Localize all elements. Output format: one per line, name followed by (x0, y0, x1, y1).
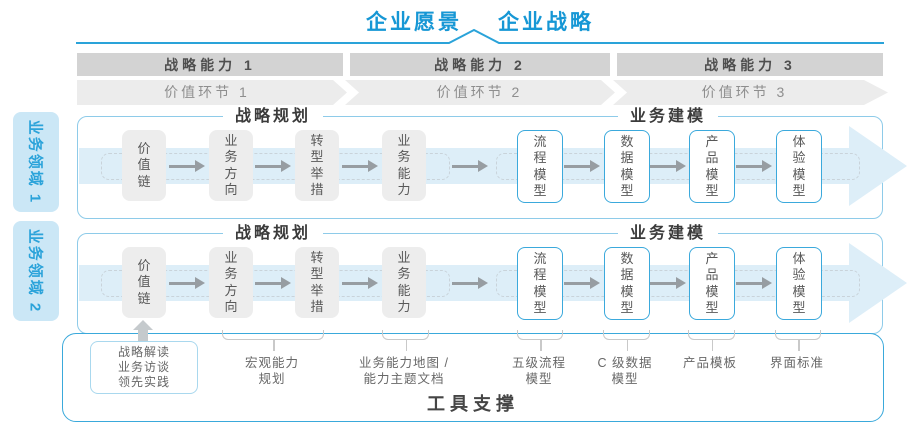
dashed-track-modeling (496, 270, 860, 297)
flow-box-value-chain: 价值链 (122, 247, 166, 318)
capability-bar-label: 战略能力 1 (164, 56, 256, 73)
strategy-inputs-box: 战略解读 业务访谈 领先实践 (90, 341, 198, 394)
capability-bar-3: 战略能力 3 (617, 53, 883, 76)
value-chain-strip: 价值环节 1 价值环节 2 价值环节 3 (77, 80, 888, 105)
arrow-right-icon (255, 160, 291, 171)
flow-box-business-capability: 业务能力 (382, 247, 426, 318)
annotation-product-template: 产品模板 (682, 356, 738, 370)
flow-box-experience-model: 体验模型 (776, 130, 822, 203)
flow-box-process-model: 流程模型 (517, 130, 563, 203)
domain-tab-2: 业务领域 2 (13, 221, 59, 321)
arrow-right-icon (736, 277, 772, 288)
domain-tab-label: 业务领域 2 (26, 228, 44, 314)
brace-connector (775, 330, 821, 351)
annotation-macro-capability: 宏观能力 规划 (244, 356, 300, 386)
arrow-right-icon (564, 277, 600, 288)
flow-box-product-model: 产品模型 (689, 130, 735, 203)
value-link-segment-3: 价值环节 3 (701, 84, 788, 100)
brace-connector (382, 330, 429, 351)
vision-connector-line (76, 28, 884, 44)
strategy-input-line: 领先实践 (117, 375, 170, 389)
section-header-modeling: 业务建模 (617, 224, 719, 244)
section-header-planning: 战略规划 (222, 107, 324, 127)
arrow-right-icon (564, 160, 600, 171)
strategy-title: 企业战略 (498, 11, 594, 34)
capability-bar-2: 战略能力 2 (350, 53, 610, 76)
flow-box-experience-model: 体验模型 (776, 247, 822, 320)
dashed-track-planning (101, 153, 450, 180)
arrow-right-icon (342, 277, 378, 288)
dashed-track-modeling (496, 153, 860, 180)
flow-box-business-direction: 业务方向 (209, 247, 253, 318)
arrow-right-icon (255, 277, 291, 288)
section-header-planning: 战略规划 (222, 224, 324, 244)
flow-box-transformation: 转型举措 (295, 130, 339, 201)
arrow-up-icon (133, 320, 153, 343)
brace-connector (222, 330, 324, 351)
flow-box-value-chain: 价值链 (122, 130, 166, 201)
domain-1-flow-panel: 战略规划 业务建模 价值链 业务方向 转型举措 业务能力 流程模型 数据模型 产… (77, 107, 907, 219)
dashed-track-planning (101, 270, 450, 297)
arrow-right-icon (342, 160, 378, 171)
flow-box-business-capability: 业务能力 (382, 130, 426, 201)
value-link-segment-1: 价值环节 1 (164, 84, 250, 100)
arrow-right-icon (650, 277, 686, 288)
arrow-right-icon (169, 277, 205, 288)
flow-box-transformation: 转型举措 (295, 247, 339, 318)
arrow-right-icon (169, 160, 205, 171)
arrow-right-icon (650, 160, 686, 171)
flow-box-data-model: 数据模型 (604, 130, 650, 203)
brace-connector (603, 330, 650, 351)
flow-box-data-model: 数据模型 (604, 247, 650, 320)
brace-connector (517, 330, 563, 351)
arrow-right-icon (452, 277, 488, 288)
arrow-right-icon (452, 160, 488, 171)
brace-connector (688, 330, 735, 351)
domain-tab-label: 业务领域 1 (26, 119, 44, 205)
capability-bar-label: 战略能力 2 (434, 56, 526, 73)
flow-box-process-model: 流程模型 (517, 247, 563, 320)
domain-2-flow-panel: 战略规划 业务建模 价值链 业务方向 转型举措 业务能力 流程模型 数据模型 产… (77, 224, 907, 334)
domain-tab-1: 业务领域 1 (13, 112, 59, 212)
flow-box-product-model: 产品模型 (689, 247, 735, 320)
section-header-modeling: 业务建模 (617, 107, 719, 127)
annotation-capability-map: 业务能力地图 / 能力主题文档 (359, 356, 449, 386)
tool-support-container: 工具支撑 (62, 333, 884, 422)
vision-title: 企业愿景 (366, 11, 462, 34)
annotation-ui-standard: 界面标准 (769, 356, 825, 370)
capability-bar-1: 战略能力 1 (77, 53, 343, 76)
arrow-right-icon (736, 160, 772, 171)
annotation-data-model: C 级数据 模型 (597, 356, 653, 386)
strategy-input-line: 战略解读 (117, 345, 170, 359)
strategy-input-line: 业务访谈 (117, 360, 170, 374)
capability-bar-label: 战略能力 3 (704, 56, 796, 73)
value-link-segment-2: 价值环节 2 (436, 84, 523, 100)
annotation-process-model: 五级流程 模型 (511, 356, 567, 386)
page-title: 企业愿景 企业战略 (75, 6, 885, 36)
flow-box-business-direction: 业务方向 (209, 130, 253, 201)
tool-support-title: 工具支撑 (427, 394, 519, 414)
